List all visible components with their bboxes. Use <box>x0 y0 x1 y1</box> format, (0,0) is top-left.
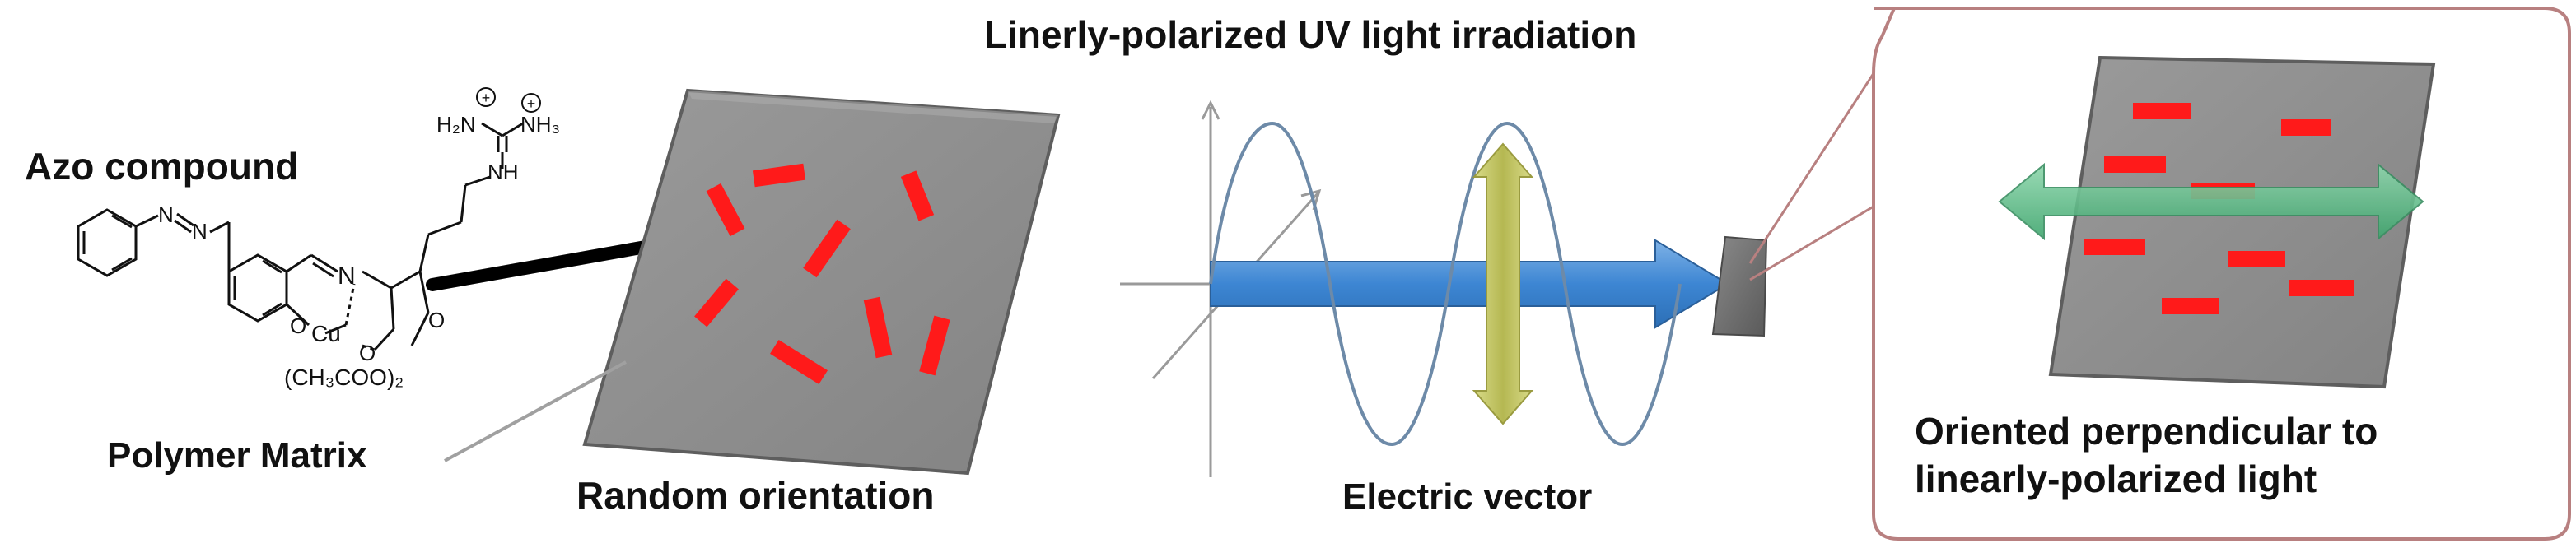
cu-label: Cu <box>311 321 341 346</box>
chemical-labels: N N N Cu O O O (CH₃COO)₂ NH H₂N NH₃ + + <box>158 87 560 390</box>
h2n-label: H₂N <box>436 112 476 137</box>
rod-molecule-icon <box>2162 298 2219 314</box>
rod-molecule-icon <box>2228 251 2285 267</box>
plus-charge-icon <box>521 93 541 113</box>
polymer-matrix-label: Polymer Matrix <box>107 435 367 476</box>
aligned-plate <box>2048 55 2436 389</box>
oriented-label-line1: Oriented perpendicular to <box>1915 410 2378 453</box>
electric-vector-label: Electric vector <box>1342 476 1592 517</box>
sine-wave-icon <box>1209 121 1682 447</box>
rod-molecule-icon <box>770 339 828 385</box>
rod-molecule-icon <box>803 219 851 278</box>
plus-charge-icon <box>476 87 496 107</box>
polarization-double-arrow-icon <box>1998 162 2424 241</box>
random-orientation-label: Random orientation <box>576 474 934 517</box>
rod-molecule-icon <box>752 163 806 188</box>
nh3-label: NH₃ <box>520 112 560 137</box>
azo-n2: N <box>192 219 208 244</box>
plus-sign-1: + <box>482 90 491 106</box>
oriented-callout-box: Oriented perpendicular to linearly-polar… <box>1872 7 2571 541</box>
callout-line-bottom <box>1749 202 1878 281</box>
double-arrow-icon <box>1472 142 1534 425</box>
nh-label: NH <box>488 160 519 184</box>
rod-molecule-icon <box>2104 156 2166 173</box>
rod-molecule-icon <box>706 183 745 237</box>
carbonyl-oxygen: O <box>428 308 445 332</box>
ester-oxygen: O <box>359 341 376 365</box>
oriented-label-line2: linearly-polarized light <box>1915 457 2317 500</box>
ring-oxygen: O <box>290 313 306 338</box>
plus-sign-2: + <box>527 95 536 112</box>
sample-block-icon <box>1711 235 1768 337</box>
rod-molecule-icon <box>2084 239 2145 255</box>
rod-molecule-icon <box>694 278 739 327</box>
rod-molecule-icon <box>2289 280 2354 296</box>
rod-molecule-icon <box>863 296 893 359</box>
polymer-matrix-pointer <box>444 360 627 462</box>
azo-n1: N <box>158 202 174 227</box>
rod-molecule-icon <box>919 315 950 376</box>
random-orientation-plate <box>444 88 1061 476</box>
azo-compound-structure <box>77 122 524 351</box>
rod-molecule-icon <box>900 170 935 221</box>
acetate-label: (CH₃COO)₂ <box>284 365 404 390</box>
imine-n: N <box>338 262 356 290</box>
azo-compound-label: Azo compound <box>25 145 298 188</box>
light-beam-arrow-icon <box>1210 239 1729 329</box>
uv-irradiation-title: Linerly-polarized UV light irradiation <box>984 13 1636 56</box>
rod-molecule-icon <box>2133 103 2191 119</box>
rod-molecule-icon <box>2281 119 2331 136</box>
